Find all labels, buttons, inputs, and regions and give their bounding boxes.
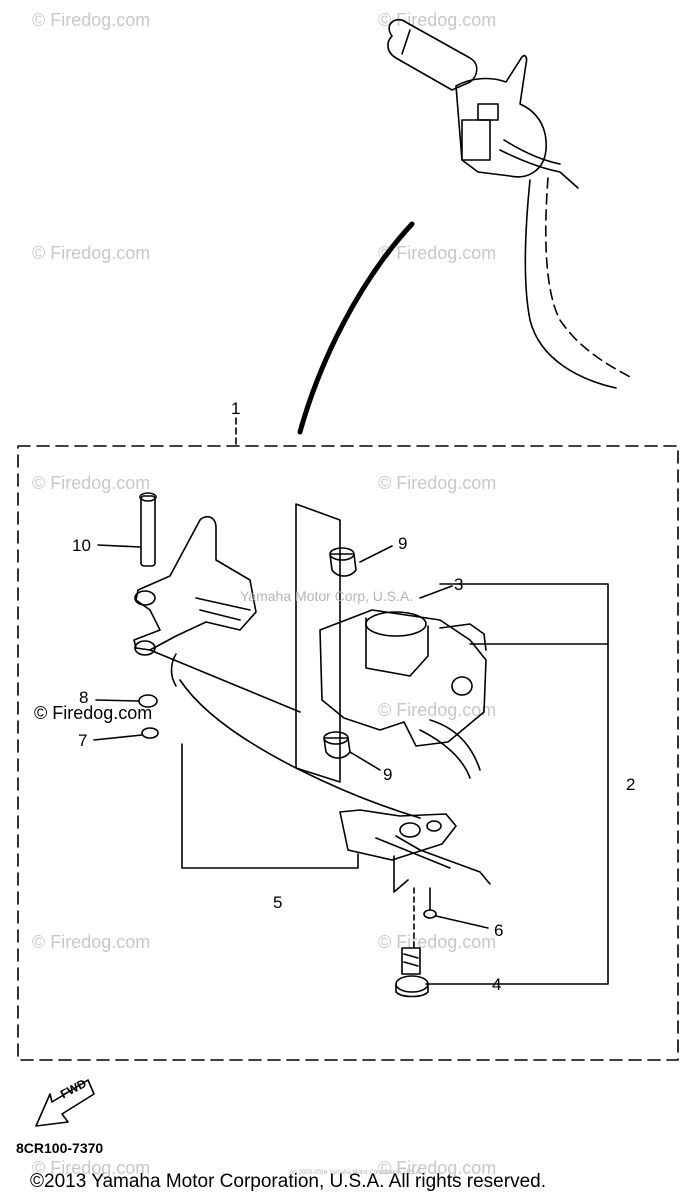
- watermark: © Firedog.com: [32, 932, 151, 952]
- fwd-arrow-icon: [35, 1079, 95, 1127]
- watermark: © Firedog.com: [378, 10, 497, 30]
- callout-8: 8: [79, 688, 89, 707]
- watermark: © Firedog.com: [378, 243, 497, 263]
- callout-1: 1: [231, 399, 241, 418]
- bracket-5-outline: [181, 743, 359, 869]
- diagram-watermark: Yamaha Motor Corp, U.S.A.: [240, 588, 414, 604]
- callout-6: 6: [494, 921, 504, 940]
- throttle-lever-bracket: [133, 515, 257, 687]
- watermark: © Firedog.com: [32, 10, 151, 30]
- callout-7: 7: [78, 731, 88, 750]
- assembly-1-boundary: [17, 445, 679, 1061]
- screw-6: [423, 887, 489, 929]
- switch-body: [319, 609, 487, 779]
- watermark: © Firedog.com: [378, 1158, 497, 1178]
- pin-10: [97, 492, 157, 567]
- inline-watermark: © Firedog.com: [34, 703, 153, 723]
- nut-9-lower: [323, 731, 381, 771]
- watermark: © Firedog.com: [32, 243, 151, 263]
- watermark: © Firedog.com: [378, 932, 497, 952]
- nut-9-upper: [329, 545, 393, 577]
- copyright-text: ©2013 Yamaha Motor Corporation, U.S.A. A…: [30, 1171, 546, 1192]
- watermark: © Firedog.com: [378, 473, 497, 493]
- mounting-plate: [295, 503, 341, 783]
- watermark: © Firedog.com: [32, 473, 151, 493]
- callout-5: 5: [273, 893, 283, 912]
- washer-8: [95, 694, 158, 708]
- callout-9-lower: 9: [383, 765, 393, 784]
- small-watermark: (c) 2003-2016 Yamaha Motor Corporation, …: [290, 1170, 422, 1176]
- watermark: © Firedog.com: [32, 1158, 151, 1178]
- callout-2: 2: [626, 775, 636, 794]
- control-cable: [297, 221, 415, 435]
- callout-4: 4: [492, 975, 502, 994]
- handlebar-assembly: [387, 18, 633, 389]
- throttle-sensor: [339, 809, 491, 893]
- clip-7: [93, 727, 159, 741]
- bolt-4: [395, 947, 429, 998]
- callout-10: 10: [72, 536, 91, 555]
- callout-9-upper: 9: [398, 534, 408, 553]
- part-code: 8CR100-7370: [16, 1140, 104, 1156]
- callout-3: 3: [454, 575, 464, 594]
- watermark: © Firedog.com: [378, 700, 497, 720]
